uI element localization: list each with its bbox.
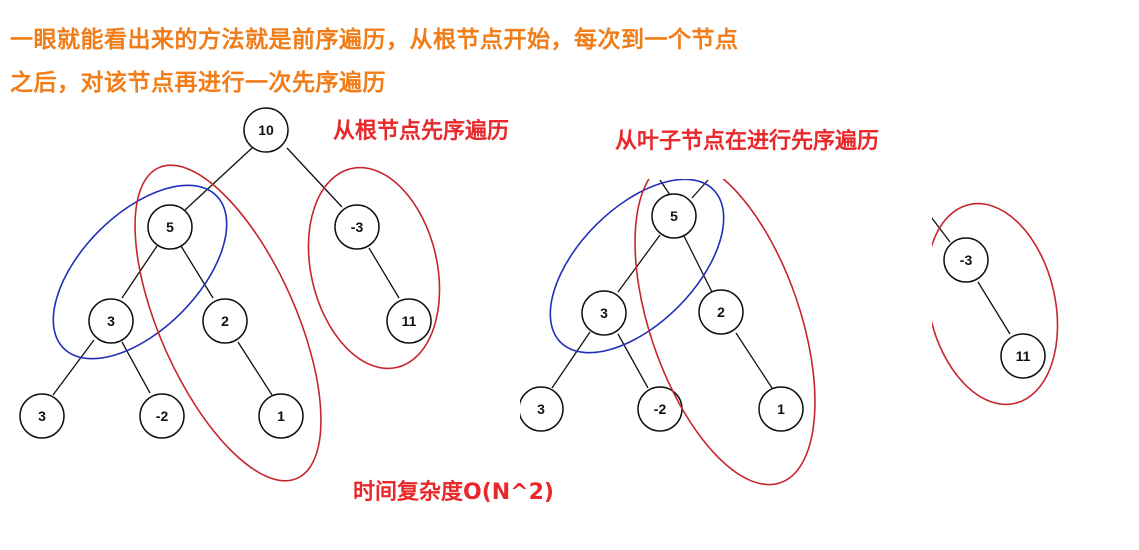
svg-text:3: 3 — [38, 408, 46, 424]
left-tree-label: 从根节点先序遍历 — [333, 119, 510, 144]
edge — [121, 341, 151, 394]
edge — [286, 147, 343, 208]
svg-text:3: 3 — [107, 313, 115, 329]
svg-text:11: 11 — [1016, 348, 1031, 364]
red-ring — [134, 164, 322, 482]
tree-node: 1 — [758, 386, 804, 432]
tree-node: 5 — [651, 193, 697, 239]
svg-text:3: 3 — [537, 401, 545, 417]
tree-node: 2 — [202, 298, 248, 344]
edge — [551, 331, 591, 389]
tree-node: 3 — [581, 290, 627, 336]
tree-node: 3 — [520, 386, 564, 432]
edge — [691, 179, 709, 199]
tree-node: 5 — [147, 204, 193, 250]
red-ring — [307, 166, 441, 370]
tree-node: 3 — [19, 393, 65, 439]
blue-ring — [549, 179, 725, 354]
tree-node: 11 — [386, 298, 432, 344]
edge — [180, 245, 214, 299]
right-tree-label: 从叶子节点在进行先序遍历 — [615, 129, 880, 154]
red-ring — [932, 202, 1059, 406]
heading-line-1: 一眼就能看出来的方法就是前序遍历，从根节点开始，每次到一个节点 — [10, 27, 739, 53]
edge — [52, 339, 95, 396]
red-ring — [634, 179, 816, 486]
tree-node: 1 — [258, 393, 304, 439]
tree-node: 3 — [88, 298, 134, 344]
tree-node: -3 — [943, 237, 989, 283]
blue-ring — [52, 184, 228, 360]
svg-text:-3: -3 — [960, 252, 973, 268]
edge — [617, 333, 649, 389]
edge — [237, 341, 273, 396]
edge — [932, 217, 951, 243]
edge — [977, 281, 1011, 335]
svg-text:3: 3 — [600, 305, 608, 321]
edge — [617, 234, 661, 293]
heading-line-2: 之后，对该节点再进行一次先序遍历 — [10, 70, 386, 96]
edge — [368, 247, 400, 299]
svg-text:1: 1 — [777, 401, 785, 417]
edge — [683, 235, 713, 293]
tree-node: 11 — [1000, 333, 1046, 379]
svg-text:2: 2 — [717, 304, 725, 320]
svg-text:11: 11 — [402, 313, 417, 329]
tree-node: 10 — [243, 107, 289, 153]
full-tree: 10 5 -3 3 2 11 3 -2 1 — [19, 107, 441, 482]
edge — [735, 332, 773, 389]
svg-text:5: 5 — [166, 219, 174, 235]
svg-text:10: 10 — [258, 122, 274, 138]
svg-text:-3: -3 — [351, 219, 364, 235]
edge — [184, 147, 253, 211]
tree-node: -2 — [139, 393, 185, 439]
svg-text:1: 1 — [277, 408, 285, 424]
tree-node: -2 — [637, 386, 683, 432]
tree-node: 2 — [698, 289, 744, 335]
svg-text:2: 2 — [221, 313, 229, 329]
complexity-label: 时间复杂度O(N^2) — [353, 480, 554, 505]
svg-text:5: 5 — [670, 208, 678, 224]
svg-text:-2: -2 — [156, 408, 169, 424]
subtree-neg-three: -3 11 — [932, 202, 1059, 406]
svg-text:-2: -2 — [654, 401, 667, 417]
tree-node: -3 — [334, 204, 380, 250]
subtree-five: 5 3 2 3 -2 1 — [520, 179, 816, 486]
